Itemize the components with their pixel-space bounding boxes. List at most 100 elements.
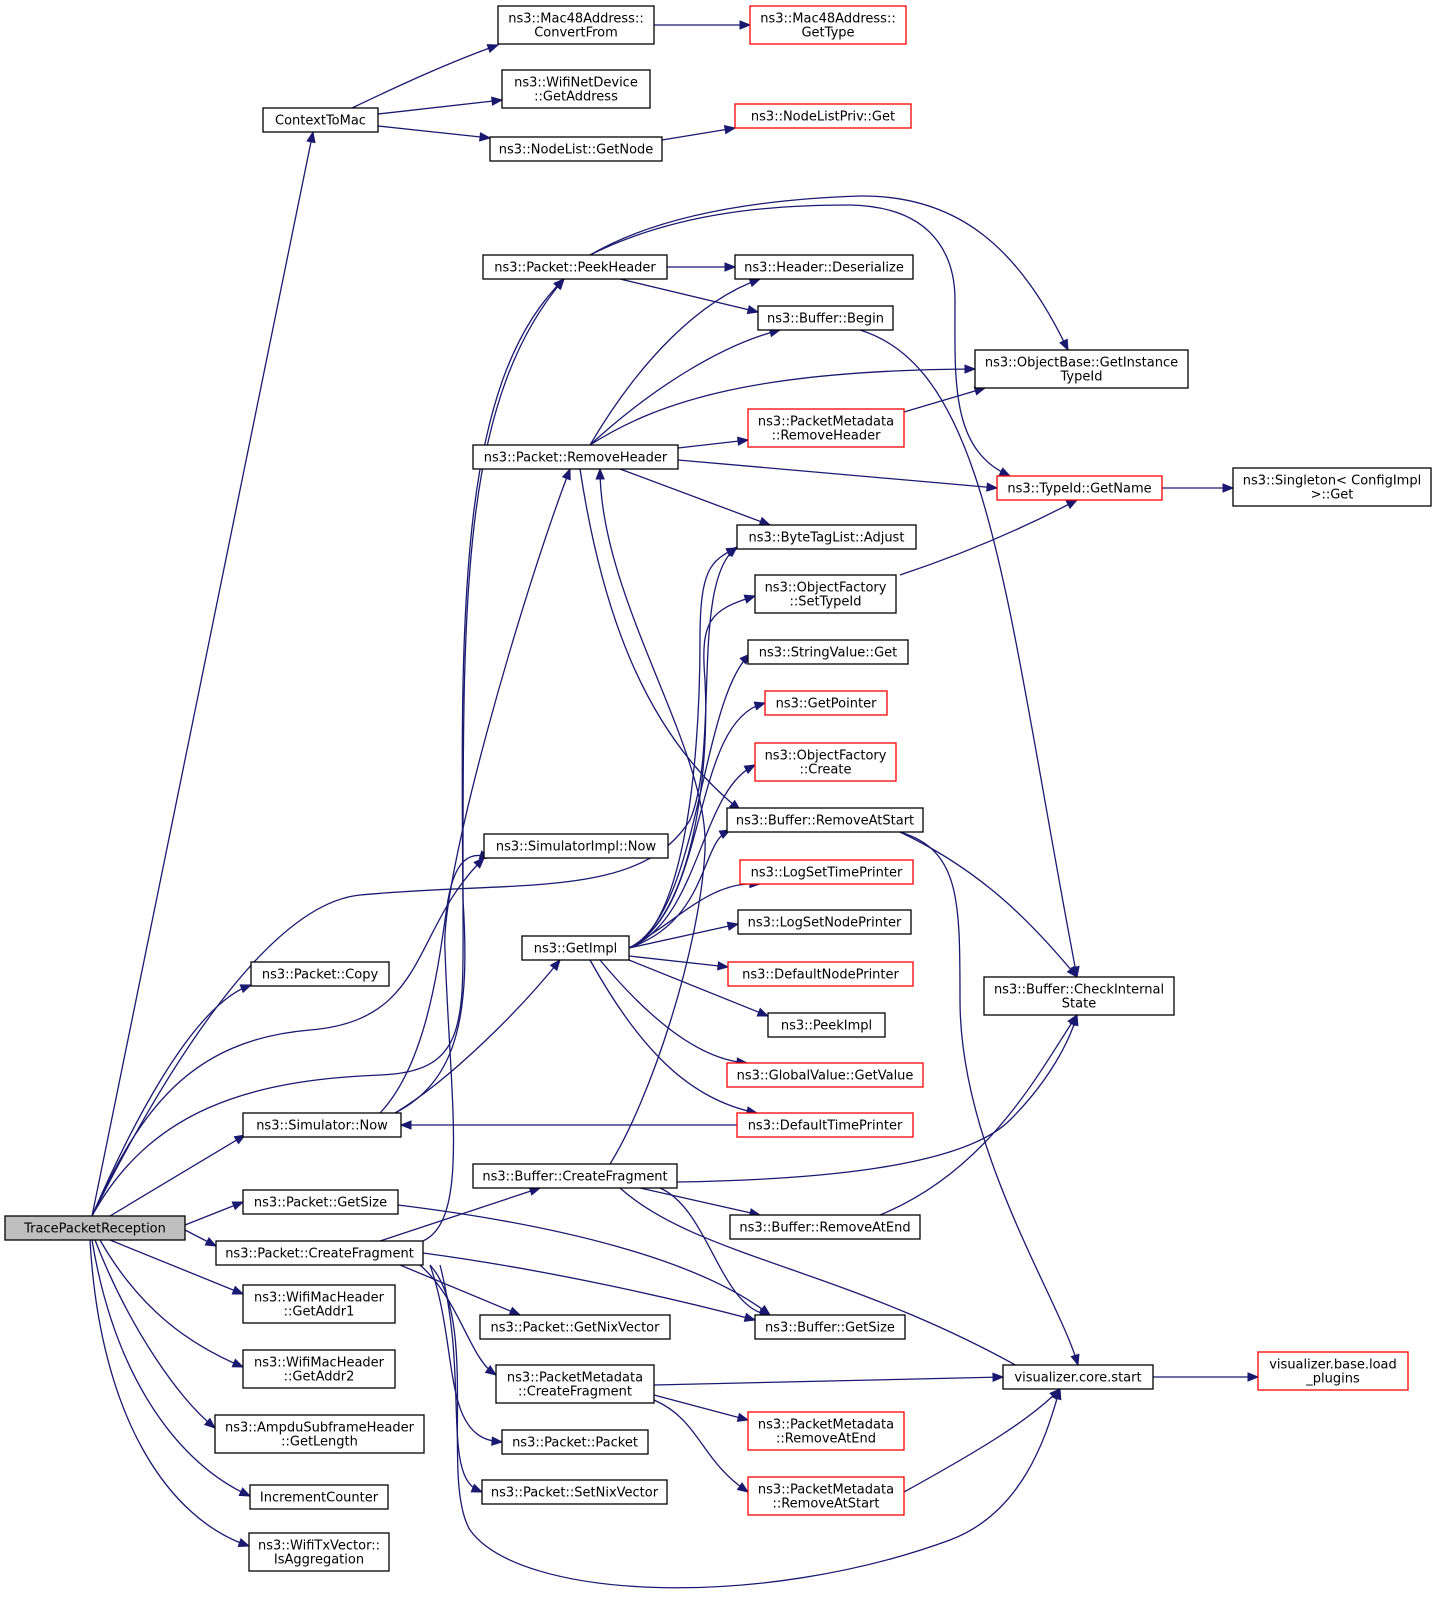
node-btladjust[interactable]: ns3::ByteTagList::Adjust [736,524,917,550]
node-singleton[interactable]: ns3::Singleton< ConfigImpl >::Get [1232,467,1432,507]
node-pmremend[interactable]: ns3::PacketMetadata::RemoveAtEnd [747,1411,905,1451]
node-isagg[interactable]: ns3::WifiTxVector::IsAggregation [248,1532,390,1572]
edge-line [429,1264,1061,1589]
node-hdrdeser[interactable]: ns3::Header::Deserialize [734,254,914,280]
node-peekimpl[interactable]: ns3::PeekImpl [767,1012,886,1038]
node-getptr[interactable]: ns3::GetPointer [764,690,888,716]
node-simimplnow[interactable]: ns3::SimulatorImpl::Now [483,833,669,859]
arrowhead-icon [549,958,561,972]
edge-line [91,857,485,1217]
node-pmremhdr[interactable]: ns3::PacketMetadata::RemoveHeader [747,408,905,448]
node-nlprivget[interactable]: ns3::NodeListPriv::Get [734,103,912,129]
node-label: ::Create [800,763,852,778]
node-ampdulen[interactable]: ns3::AmpduSubframeHeader::GetLength [214,1414,425,1454]
arrowhead-icon [758,516,772,526]
node-bufremend[interactable]: ns3::Buffer::RemoveAtEnd [729,1214,921,1240]
edge-line [589,204,1011,477]
node-nlgetnode[interactable]: ns3::NodeList::GetNode [489,136,663,162]
node-inccounter[interactable]: IncrementCounter [249,1484,389,1510]
node-pktgetsize[interactable]: ns3::Packet::GetSize [242,1189,399,1215]
node-peekhdr[interactable]: ns3::Packet::PeekHeader [482,254,668,280]
node-trace[interactable]: TracePacketReception [4,1215,186,1241]
node-box [262,107,379,133]
node-pktcreatefrag[interactable]: ns3::Packet::CreateFragment [215,1240,424,1266]
node-label: ns3::ObjectFactory [765,581,887,596]
edge-line [379,854,491,1114]
arrowhead-icon [553,278,565,290]
node-label: ns3::PeekImpl [781,1019,872,1034]
node-box [754,574,897,614]
node-label: ns3::Packet::RemoveHeader [484,451,668,466]
node-setnix[interactable]: ns3::Packet::SetNixVector [481,1479,668,1505]
node-lognode[interactable]: ns3::LogSetNodePrinter [737,909,912,935]
node-bufbegin[interactable]: ns3::Buffer::Begin [757,305,894,331]
node-bufgetsize[interactable]: ns3::Buffer::GetSize [754,1314,906,1340]
node-ofsettid[interactable]: ns3::ObjectFactory::SetTypeId [754,574,897,614]
arrowhead-icon [736,1412,750,1422]
node-pmremstart[interactable]: ns3::PacketMetadata::RemoveAtStart [747,1476,905,1516]
node-tidname[interactable]: ns3::TypeId::GetName [996,475,1163,501]
node-label: ns3::PacketMetadata [507,1371,643,1386]
edge-line [589,959,758,1114]
arrowhead-icon [1067,1013,1078,1027]
node-label: ns3::StringValue::Get [759,646,897,661]
node-label: ns3::ObjectBase::GetInstance [985,356,1178,371]
node-logtime[interactable]: ns3::LogSetTimePrinter [739,859,914,885]
node-label: ns3::WifiNetDevice [514,76,638,91]
edge-line [659,1187,771,1316]
node-pktcopy[interactable]: ns3::Packet::Copy [250,961,390,987]
arrowhead-icon [1059,338,1069,352]
node-box [248,1532,390,1572]
node-vizload[interactable]: visualizer.base.load_plugins [1257,1351,1409,1391]
edge-line [399,1264,521,1316]
edge-line [422,1252,756,1321]
node-vizstart[interactable]: visualizer.core.start [1002,1364,1154,1390]
node-pktpacket[interactable]: ns3::Packet::Packet [501,1429,649,1455]
node-box [242,1112,402,1138]
edge-peekhdr-to-getinst [589,195,1069,352]
edge-remhdr-to-hdrdeser [589,278,762,446]
edge-line [91,546,738,1217]
node-defnode[interactable]: ns3::DefaultNodePrinter [727,961,914,987]
arrowhead-icon [739,20,752,30]
node-gettype[interactable]: ns3::Mac48Address::GetType [749,5,907,45]
node-getaddr2[interactable]: ns3::WifiMacHeader::GetAddr2 [242,1349,396,1389]
node-box [242,1349,396,1389]
edge-bufremstart-to-bufcheck [899,831,1078,979]
node-label: ::GetAddr1 [284,1305,355,1320]
node-bufcreatefrag[interactable]: ns3::Buffer::CreateFragment [472,1163,678,1189]
node-label: ::RemoveAtStart [772,1497,879,1512]
node-convfrom[interactable]: ns3::Mac48Address::ConvertFrom [497,5,655,45]
node-getimpl[interactable]: ns3::GetImpl [521,935,630,961]
node-label: ::GetAddress [534,90,618,105]
node-simnow[interactable]: ns3::Simulator::Now [242,1112,402,1138]
edge-remhdr-to-pmremhdr [677,436,750,449]
node-deftime[interactable]: ns3::DefaultTimePrinter [736,1112,914,1138]
arrowhead-icon [204,1236,218,1247]
node-wifiaddr[interactable]: ns3::WifiNetDevice::GetAddress [501,69,651,109]
node-pmcreatefrag[interactable]: ns3::PacketMetadata::CreateFragment [495,1364,655,1404]
node-label: ns3::PacketMetadata [758,1483,894,1498]
node-box [729,1214,921,1240]
node-bufremstart[interactable]: ns3::Buffer::RemoveAtStart [726,807,924,833]
edge-line [879,1014,1078,1216]
edge-getimpl-to-getptr [628,701,767,949]
node-getnix[interactable]: ns3::Packet::GetNixVector [479,1314,671,1340]
edge-pktcreatefrag-to-setnix [439,1264,484,1493]
node-remhdr[interactable]: ns3::Packet::RemoveHeader [472,444,679,470]
edge-trace-to-getaddr2 [99,1239,245,1368]
edge-bufremstart-to-vizstart [899,831,1080,1367]
node-strvalget[interactable]: ns3::StringValue::Get [747,639,909,665]
node-getaddr1[interactable]: ns3::WifiMacHeader::GetAddr1 [242,1284,396,1324]
edge-trace-to-ampdulen [94,1239,217,1429]
edge-line [653,1394,749,1421]
node-gvgetval[interactable]: ns3::GlobalValue::GetValue [726,1062,924,1088]
edge-line [589,368,976,446]
node-box [214,1414,425,1454]
node-ofcreate[interactable]: ns3::ObjectFactory::Create [754,742,897,782]
arrowhead-icon [479,132,492,142]
node-box [737,909,912,935]
node-ctxmac[interactable]: ContextToMac [262,107,379,133]
